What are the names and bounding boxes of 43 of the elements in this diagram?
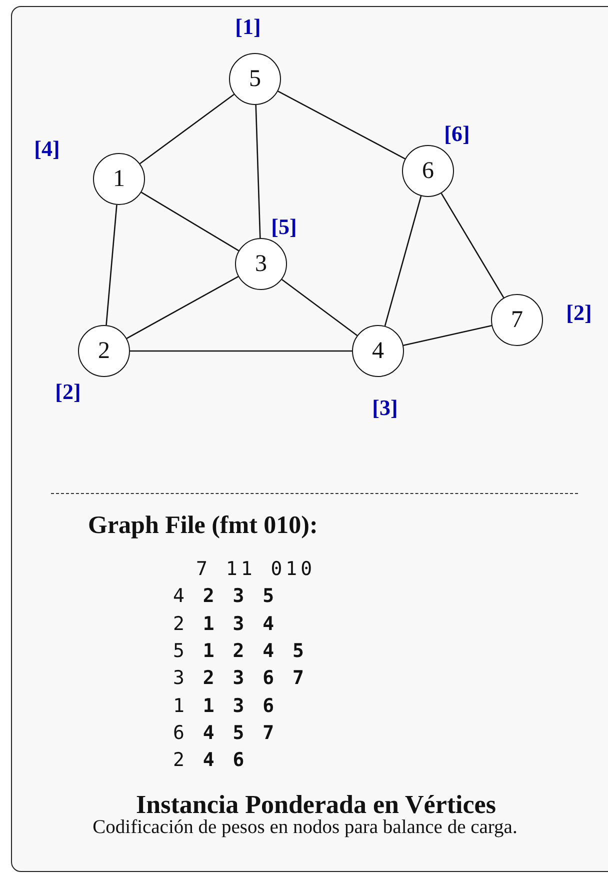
vertex-number: 7 — [511, 308, 523, 332]
vertex-number: 6 — [422, 159, 434, 183]
edge-line — [440, 192, 504, 298]
diagram-caption: Codificación de pesos en nodos para balance de carga. — [92, 818, 518, 838]
file-line: 7 11 010 — [196, 560, 316, 579]
file-line: 3 2 3 6 7 — [173, 669, 308, 688]
vertex-number: 5 — [249, 67, 261, 91]
edge-line — [403, 325, 492, 346]
vertex-weight: [5] — [271, 216, 297, 238]
vertex-weight: [4] — [34, 138, 60, 160]
edge-line — [140, 192, 240, 252]
file-line: 2 4 6 — [173, 751, 248, 770]
edge-line — [278, 90, 406, 160]
vertex-number: 4 — [372, 339, 384, 363]
edge-line — [106, 204, 118, 326]
file-line: 4 2 3 5 — [173, 587, 278, 606]
edge-line — [281, 279, 358, 336]
section-heading: Graph File (fmt 010): — [88, 512, 318, 540]
vertex-weight: [6] — [444, 123, 470, 145]
edge-line — [384, 196, 422, 326]
file-line: 1 1 3 6 — [173, 696, 278, 716]
file-line: 6 4 5 7 — [173, 724, 278, 743]
graph-vertex — [352, 325, 404, 377]
edge-line — [140, 94, 234, 164]
graph-vertex — [229, 53, 281, 105]
vertex-weight: [2] — [566, 302, 592, 324]
graph-vertex — [78, 325, 130, 377]
graph-vertex — [402, 145, 454, 197]
file-line: 5 1 2 4 5 — [173, 642, 308, 661]
graph-vertex — [491, 294, 543, 346]
vertex-number: 1 — [113, 167, 125, 191]
vertex-weight: [3] — [372, 397, 398, 419]
vertex-weight: [2] — [55, 381, 81, 403]
edge-line — [255, 104, 261, 238]
graph-vertex — [235, 238, 287, 290]
edge-line — [130, 350, 352, 352]
edge-line — [126, 276, 239, 339]
vertex-weight: [1] — [235, 16, 261, 38]
vertex-number: 3 — [255, 252, 267, 276]
file-line: 2 1 3 4 — [173, 614, 278, 634]
graph-vertex — [93, 153, 145, 205]
diagram-title: Instancia Ponderada en Vértices — [135, 792, 497, 818]
vertex-number: 2 — [98, 339, 110, 363]
